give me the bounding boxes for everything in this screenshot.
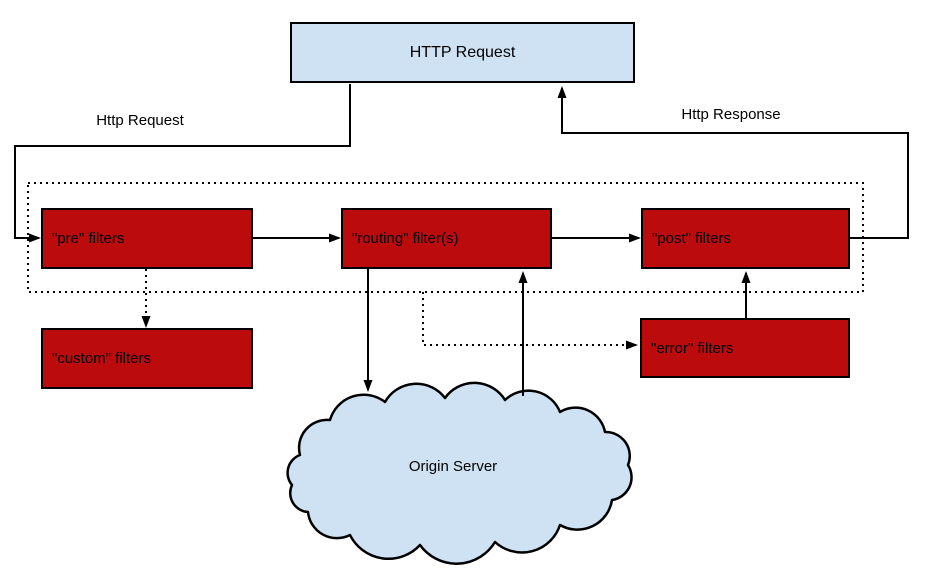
http-request-box-label: HTTP Request xyxy=(409,43,516,61)
custom-filters-label: "custom" filters xyxy=(52,350,152,367)
origin-server-label: Origin Server xyxy=(408,458,498,475)
routing-filters-label: "routing" filter(s) xyxy=(352,230,459,247)
post-filters-label: "post" filters xyxy=(652,230,732,247)
custom-filters-box: "custom" filters xyxy=(41,328,253,389)
http-request-box: HTTP Request xyxy=(290,22,635,83)
http-request-edge-label: Http Request xyxy=(96,112,184,129)
pre-filters-box: "pre" filters xyxy=(41,208,253,269)
chain-to-error-dotted-arrow xyxy=(422,292,638,350)
post-filters-box: "post" filters xyxy=(641,208,850,269)
http-request-flow-arrow xyxy=(14,84,351,243)
routing-filters-box: "routing" filter(s) xyxy=(341,208,552,269)
origin-server-cloud xyxy=(286,381,633,565)
http-response-edge-label: Http Response xyxy=(681,106,781,123)
error-filters-box: "error" filters xyxy=(640,318,850,378)
http-response-flow-arrow xyxy=(557,86,909,239)
pre-filters-label: "pre" filters xyxy=(52,230,125,247)
error-filters-label: "error" filters xyxy=(651,339,734,357)
